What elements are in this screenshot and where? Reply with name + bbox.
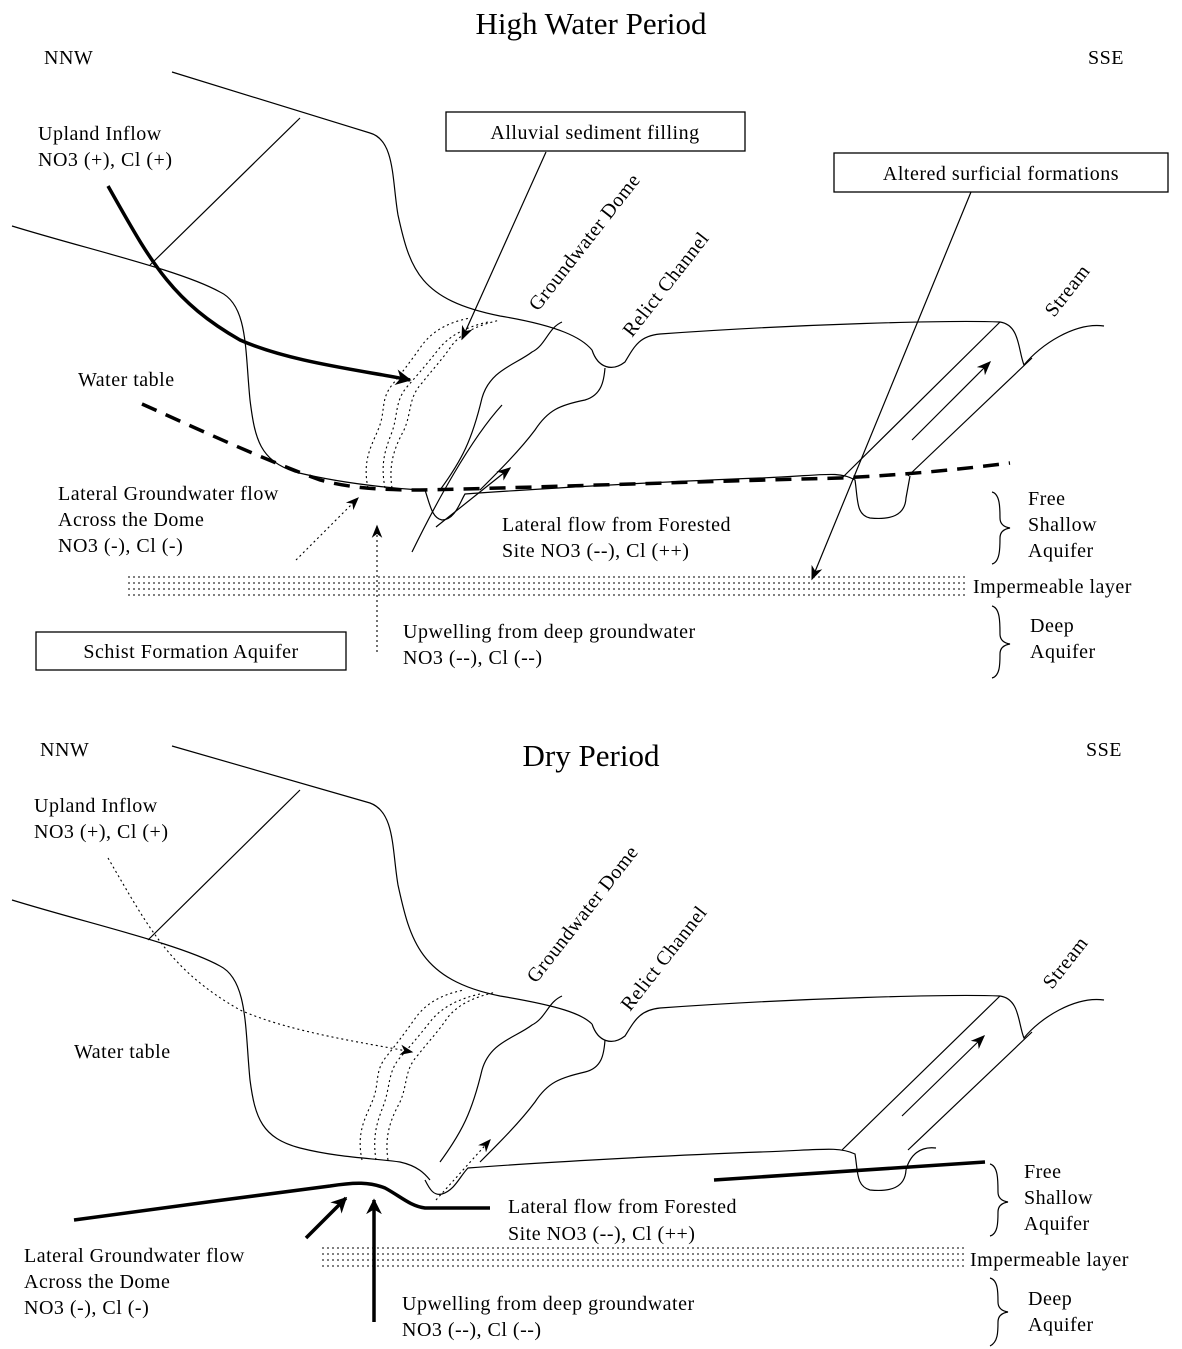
- dry-lateral-gw-arrow: [304, 1196, 348, 1240]
- high-alluvial-box: [445, 111, 746, 152]
- dry-upper-slope-line: [171, 745, 593, 1025]
- dry-impermeable-label: Impermeable layer: [970, 1249, 1129, 1271]
- dry-lower-slope-line: [11, 899, 431, 1181]
- high-water-panel: High Water Period NNW SSE: [11, 6, 1169, 679]
- high-lateral-gw-label-3: NO3 (-), Cl (-): [58, 535, 183, 557]
- high-upwelling-label-1: Upwelling from deep groundwater: [403, 621, 696, 643]
- dry-stream-bank-line-2: [907, 1031, 1033, 1151]
- dry-lateral-gw-label-3: NO3 (-), Cl (-): [24, 1297, 149, 1319]
- high-free-label-1: Free: [1028, 488, 1066, 510]
- dry-lateral-gw-label-2: Across the Dome: [24, 1271, 170, 1293]
- dry-nnw-label: NNW: [40, 739, 89, 761]
- high-stream-bank-line-2: [907, 357, 1033, 477]
- high-lower-slope-line: [11, 225, 421, 491]
- high-stream-bank-line: [841, 321, 1001, 479]
- dry-free-aquifer-brace: [989, 1163, 1009, 1237]
- high-impermeable-layer: [128, 576, 965, 596]
- dry-deep-label-1: Deep: [1028, 1288, 1072, 1310]
- dry-free-label-3: Aquifer: [1024, 1213, 1090, 1235]
- high-water-title: High Water Period: [475, 6, 707, 41]
- high-deep-aquifer-brace: [991, 605, 1011, 679]
- dry-period-title: Dry Period: [523, 738, 660, 773]
- dry-stream-bank-line: [841, 995, 1001, 1151]
- high-altered-pointer-arrow: [811, 191, 972, 581]
- dry-upland-inflow-arrow: [107, 857, 414, 1055]
- high-relict-channel-wall-left: [439, 321, 563, 491]
- high-lateral-gw-label-1: Lateral Groundwater flow: [58, 483, 279, 505]
- dry-upwelling-label-2: NO3 (--), Cl (--): [402, 1319, 542, 1341]
- high-lateral-gw-label-2: Across the Dome: [58, 509, 204, 531]
- high-lateral-forest-label-1: Lateral flow from Forested: [502, 514, 731, 536]
- dry-alluvial-dotted-3: [374, 993, 481, 1161]
- dry-free-label-1: Free: [1024, 1161, 1062, 1183]
- dry-stream-flow-arrow: [901, 1034, 986, 1117]
- high-sse-label: SSE: [1088, 47, 1124, 69]
- high-relict-label: Relict Channel: [619, 228, 714, 341]
- dry-deep-label-2: Aquifer: [1028, 1314, 1094, 1336]
- dry-relict-channel-wall-left: [439, 995, 563, 1163]
- high-free-aquifer-brace: [991, 491, 1011, 565]
- high-schist-label: Schist Formation Aquifer: [83, 641, 298, 663]
- dry-water-table-label: Water table: [74, 1041, 171, 1063]
- high-stream-label: Stream: [1041, 261, 1095, 322]
- dry-upland-label-1: Upland Inflow: [34, 795, 158, 817]
- high-free-label-3: Aquifer: [1028, 540, 1094, 562]
- dry-stream-label: Stream: [1039, 933, 1093, 994]
- high-altered-box: [833, 152, 1169, 193]
- high-water-table-label: Water table: [78, 369, 175, 391]
- dry-upland-label-2: NO3 (+), Cl (+): [34, 821, 168, 843]
- high-lateral-forest-label-2: Site NO3 (--), Cl (++): [502, 540, 689, 562]
- high-relict-channel-wall-right: [479, 367, 606, 491]
- high-upland-inflow-arrow: [106, 185, 412, 385]
- high-deep-label-1: Deep: [1030, 615, 1074, 637]
- high-deep-label-2: Aquifer: [1030, 641, 1096, 663]
- high-impermeable-label: Impermeable layer: [973, 576, 1132, 598]
- dry-lateral-forest-label-1: Lateral flow from Forested: [508, 1196, 737, 1218]
- high-alluvial-dotted-2: [390, 319, 501, 489]
- dry-sse-label: SSE: [1086, 739, 1122, 761]
- high-upper-slope-line: [171, 71, 593, 351]
- high-dome-label: Groundwater Dome: [525, 170, 645, 315]
- dry-forest-flow-arrow: [435, 1139, 491, 1201]
- high-forest-flow-arrow: [435, 467, 512, 528]
- dry-upwelling-label-1: Upwelling from deep groundwater: [402, 1293, 695, 1315]
- high-alluvial-label: Alluvial sediment filling: [490, 122, 699, 144]
- high-diagonal-line: [149, 117, 301, 266]
- dry-relict-channel-wall-right: [479, 1039, 606, 1163]
- high-upland-label-2: NO3 (+), Cl (+): [38, 149, 172, 171]
- high-stream-flow-arrow: [911, 360, 992, 441]
- dry-dome-surface: [591, 994, 1105, 1042]
- high-upwelling-label-2: NO3 (--), Cl (--): [403, 647, 543, 669]
- high-forest-flow-line: [411, 404, 503, 553]
- dry-diagonal-line: [147, 789, 301, 941]
- high-lateral-gw-arrow: [295, 497, 359, 561]
- dry-deep-aquifer-brace: [989, 1277, 1009, 1347]
- high-alluvial-dotted-1: [365, 317, 471, 489]
- dry-lateral-forest-label-2: Site NO3 (--), Cl (++): [508, 1223, 695, 1245]
- dry-impermeable-layer: [322, 1247, 965, 1267]
- dry-period-panel: Dry Period NNW SSE Upland Inf: [11, 738, 1129, 1347]
- dry-free-label-2: Shallow: [1024, 1187, 1093, 1209]
- dry-alluvial-dotted-1: [359, 989, 465, 1161]
- high-dome-surface: [591, 320, 1105, 368]
- dry-relict-label: Relict Channel: [617, 902, 712, 1015]
- high-altered-label: Altered surficial formations: [883, 163, 1119, 185]
- dry-channel-bottom: [424, 1147, 937, 1195]
- high-schist-box: [35, 631, 347, 671]
- high-upland-label-1: Upland Inflow: [38, 123, 162, 145]
- dry-dome-label: Groundwater Dome: [523, 842, 643, 987]
- dry-water-table-right: [713, 1160, 986, 1182]
- dry-alluvial-dotted-2: [386, 991, 497, 1161]
- high-free-label-2: Shallow: [1028, 514, 1097, 536]
- high-alluvial-dotted-3: [382, 321, 489, 489]
- dry-water-table-left: [73, 1181, 490, 1222]
- dry-lateral-gw-label-1: Lateral Groundwater flow: [24, 1245, 245, 1267]
- high-water-table-line: [141, 402, 1011, 492]
- high-alluvial-pointer-arrow: [461, 151, 547, 341]
- high-nnw-label: NNW: [44, 47, 93, 69]
